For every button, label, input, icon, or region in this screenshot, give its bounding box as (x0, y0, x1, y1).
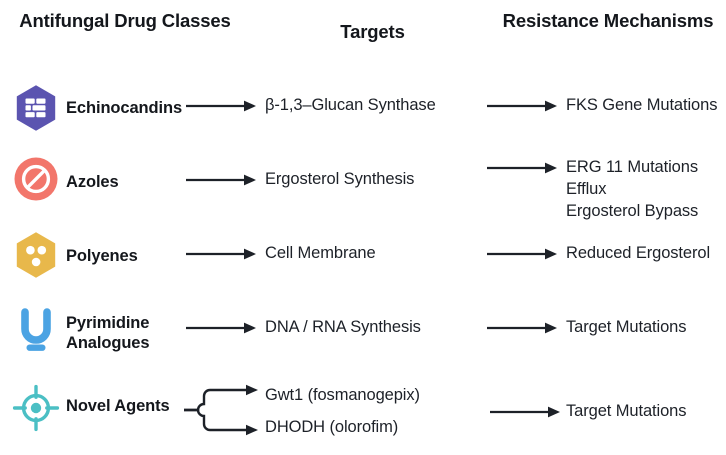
prohibition-circle-icon (14, 157, 58, 201)
arrow-target-to-resistance-echinocandins (487, 98, 559, 114)
resistance-label-polyenes: Reduced Ergosterol (566, 244, 711, 262)
target-label-echinocandins: β-1,3–Glucan Synthase (265, 96, 436, 114)
header-drug-classes: Antifungal Drug Classes (19, 10, 231, 31)
arrow-target-to-resistance-polyenes (487, 246, 559, 262)
column-headers: Antifungal Drug Classes Targets Resistan… (0, 0, 726, 62)
arrow-class-to-target-azoles (186, 172, 258, 188)
arrow-target-to-resistance-azoles (487, 160, 559, 176)
drug-class-label-echinocandins: Echinocandins (66, 99, 183, 117)
arrow-class-to-target-polyenes (186, 246, 258, 262)
target-label-novel-gwt1: Gwt1 (fosmanogepix) (265, 386, 420, 404)
crosshair-target-icon (12, 384, 60, 432)
molecule-dots-hexagon-icon (16, 232, 56, 278)
header-targets: Targets (340, 21, 405, 42)
row-novel-agents: Novel Agents Gwt1 (fosmanogepix) DHODH (… (0, 378, 726, 450)
magnet-u-icon (21, 308, 51, 351)
icon-cell-pyrimidine (8, 306, 64, 356)
arrow-target-to-resistance-pyrimidine (487, 320, 559, 336)
resistance-label-novel-agents: Target Mutations (566, 402, 687, 420)
row-echinocandins: Echinocandins β-1,3–Glucan Synthase FKS … (0, 82, 726, 134)
branching-connector-novel-agents (184, 384, 264, 440)
icon-cell-echinocandins (8, 84, 64, 132)
arrow-class-to-target-pyrimidine (186, 320, 258, 336)
target-label-azoles: Ergosterol Synthesis (265, 170, 415, 188)
brick-wall-hexagon-icon (16, 85, 56, 131)
resistance-label-azoles: ERG 11 Mutations Efflux Ergosterol Bypas… (566, 158, 699, 220)
drug-class-label-azoles: Azoles (66, 173, 119, 191)
drug-class-label-novel-agents: Novel Agents (66, 397, 170, 415)
icon-cell-azoles (8, 154, 64, 204)
icon-cell-novel-agents (8, 382, 64, 434)
drug-class-label-polyenes: Polyenes (66, 247, 138, 265)
arrow-target-to-resistance-novel-agents (490, 404, 562, 420)
row-pyrimidine-analogues: Pyrimidine Analogues DNA / RNA Synthesis… (0, 300, 726, 358)
arrow-class-to-target-echinocandins (186, 98, 258, 114)
row-polyenes: Polyenes Cell Membrane Reduced Ergostero… (0, 228, 726, 282)
row-azoles: Azoles Ergosterol Synthesis ERG 11 Mutat… (0, 150, 726, 222)
resistance-label-echinocandins: FKS Gene Mutations (566, 96, 718, 114)
target-label-novel-dhodh: DHODH (olorofim) (265, 418, 399, 436)
icon-cell-polyenes (8, 230, 64, 280)
target-label-polyenes: Cell Membrane (265, 244, 376, 262)
drug-class-label-pyrimidine: Pyrimidine Analogues (66, 314, 150, 353)
resistance-label-pyrimidine: Target Mutations (566, 318, 687, 336)
header-resistance-mechanisms: Resistance Mechanisms (502, 10, 714, 31)
target-label-pyrimidine: DNA / RNA Synthesis (265, 318, 421, 336)
